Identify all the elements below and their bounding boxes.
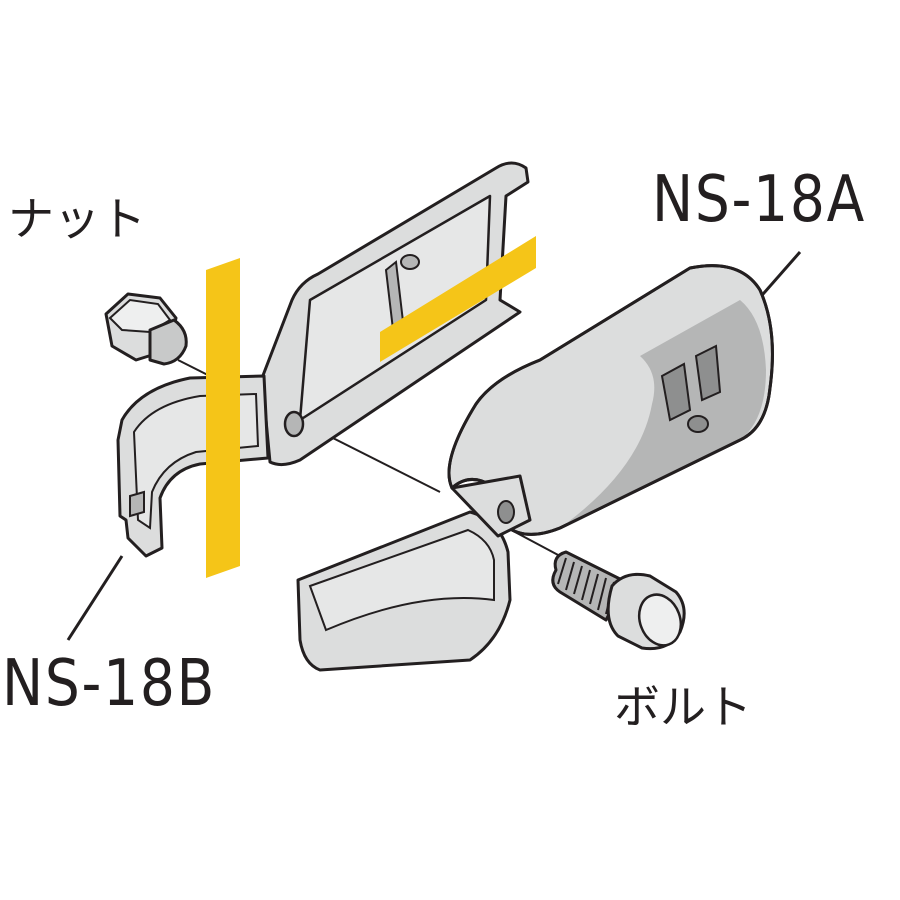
- part-b-label: NS-18B: [2, 647, 217, 721]
- ns-18a-saddle-screw: [687, 415, 709, 433]
- bolt-thread-lines: [557, 557, 615, 615]
- ns-18a-screw-head: [400, 254, 420, 270]
- nut-top-face: [108, 298, 172, 334]
- marker-stripe-right: [380, 236, 536, 362]
- ns-18b-notch: [129, 490, 145, 518]
- bolt-head-face: [637, 593, 683, 647]
- ns-18a-part: [260, 161, 774, 672]
- ns-18a-saddle-slot-2: [694, 344, 722, 402]
- bolt-label: ボルト: [614, 680, 752, 734]
- leader-line-b: [66, 555, 124, 641]
- marker-stripe-left: [206, 258, 240, 578]
- nut-part: [104, 292, 188, 366]
- nut-label: ナット: [8, 192, 146, 246]
- ns-18a-bolt-hole: [283, 410, 305, 438]
- ns-18a-saddle-outline: [447, 264, 774, 536]
- ns-18a-lower-jaw-inner: [308, 528, 495, 632]
- ns-18b-part: [116, 374, 270, 558]
- ns-18a-saddle-slot-1: [660, 362, 692, 422]
- nut-collar: [148, 318, 188, 366]
- bolt-part: [551, 550, 686, 651]
- ns-18a-ear-hole: [497, 500, 515, 524]
- part-a-label: NS-18A: [652, 163, 866, 237]
